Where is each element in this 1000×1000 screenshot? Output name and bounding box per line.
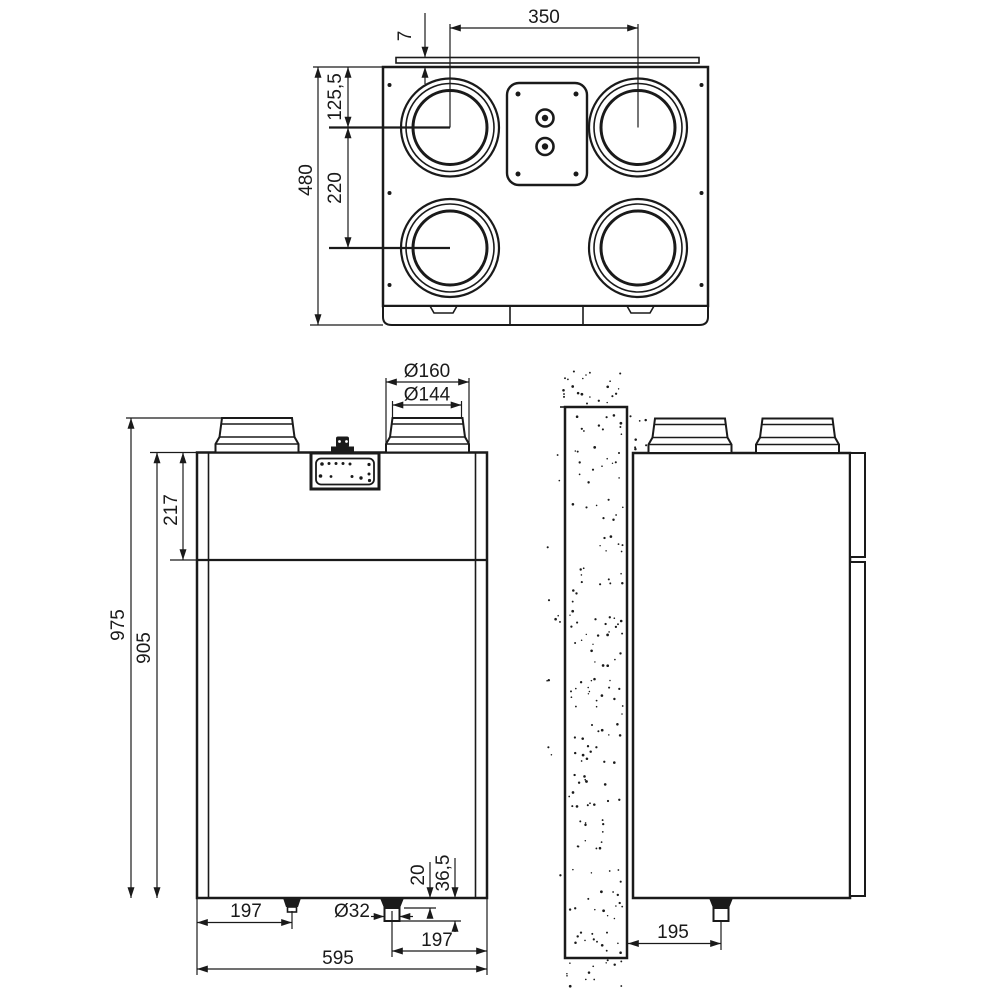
bottom-flange [382, 305, 709, 326]
dim-905: 905 [134, 451, 197, 899]
front-body [195, 451, 489, 900]
electrical-plate [505, 81, 589, 187]
drain-left [283, 898, 301, 913]
duct-collar-front-right [385, 417, 470, 454]
dim-label-350: 350 [528, 7, 560, 28]
duct-collar-side-right [755, 417, 840, 454]
dim-dia32: Ø32 [334, 901, 413, 922]
dim-label-197-left: 197 [230, 901, 262, 922]
dim-label-20: 20 [408, 864, 429, 885]
front-view: 975 905 217 Ø160 Ø144 197 [108, 361, 489, 975]
dim-label-595: 595 [322, 948, 354, 969]
front-door-strip-lower [849, 561, 866, 897]
dim-975: 975 [108, 417, 222, 899]
dim-label-dia32: Ø32 [334, 901, 370, 922]
dim-20: 20 [404, 862, 436, 919]
dim-label-220: 220 [325, 172, 346, 204]
dim-label-975: 975 [108, 609, 129, 641]
dim-197-right: 197 [391, 898, 488, 975]
dim-label-125-5: 125,5 [325, 73, 346, 121]
duct-collar-front-left [214, 417, 300, 454]
dim-36-5: 36,5 [399, 855, 461, 932]
dim-label-7: 7 [395, 31, 416, 42]
dim-480: 480 [296, 66, 383, 326]
cable-gland [336, 436, 349, 448]
front-door-strip-upper [849, 452, 866, 558]
dim-197-left: 197 [196, 898, 293, 929]
dim-label-dia144: Ø144 [404, 385, 451, 406]
dim-595: 595 [196, 929, 488, 975]
wall-bracket-strip [395, 56, 700, 64]
flange-notch [429, 305, 458, 314]
wall-plaster-stipple [546, 370, 648, 988]
flange-notch [626, 305, 655, 314]
dim-label-217: 217 [161, 494, 182, 526]
dim-label-480: 480 [296, 164, 317, 196]
wall [563, 405, 629, 960]
dim-label-36-5: 36,5 [433, 855, 454, 892]
dim-217: 217 [161, 452, 197, 561]
side-view: 195 [546, 370, 866, 988]
dim-195: 195 [627, 921, 722, 950]
dim-label-905: 905 [134, 632, 155, 664]
dim-label-197-right: 197 [421, 930, 453, 951]
cable-gland-base [331, 446, 354, 454]
terminal-dots [318, 462, 372, 483]
dim-350: 350 [449, 7, 639, 128]
side-body [631, 451, 852, 900]
dim-dia144: Ø144 [391, 385, 463, 418]
duct-port-bottom-right [587, 197, 689, 299]
top-view: 350 7 125,5 220 480 [296, 7, 710, 326]
dim-dia160: Ø160 [385, 361, 470, 448]
case-screw-dots [387, 83, 704, 287]
dim-label-dia160: Ø160 [404, 361, 450, 382]
duct-collar-side-left [647, 417, 733, 454]
drain-side [709, 898, 733, 922]
connector-box [309, 436, 381, 491]
dim-7: 7 [395, 13, 429, 84]
dim-label-195: 195 [657, 922, 689, 943]
dim-220: 220 [325, 127, 450, 250]
